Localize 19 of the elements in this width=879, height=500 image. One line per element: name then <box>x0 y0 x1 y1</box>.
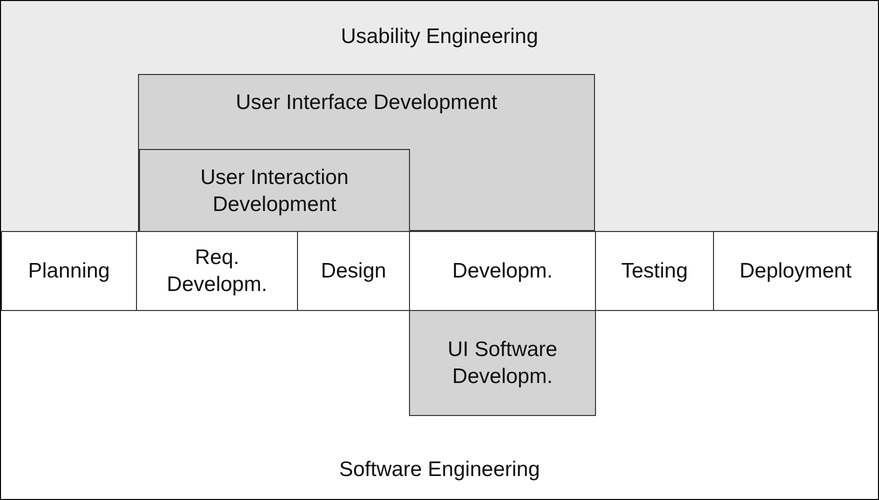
region-box <box>409 310 596 416</box>
phase-cell <box>136 231 298 311</box>
region-title: Testing <box>620 258 689 284</box>
region-title: User Interface Development <box>234 90 498 116</box>
region-box <box>138 74 595 231</box>
region-title: UI Software Developm. <box>446 337 558 390</box>
phase-cell <box>1 231 137 311</box>
region-box <box>139 149 410 232</box>
region-title: Developm. <box>451 258 554 284</box>
region-title: Deployment <box>738 258 853 284</box>
phase-cell <box>595 231 714 311</box>
region-title: Software Engineering <box>338 457 541 483</box>
region-title: Planning <box>27 258 111 284</box>
region-title: Req. Developm. <box>166 245 268 298</box>
region-title: Usability Engineering <box>340 24 540 50</box>
region-title: Design <box>320 258 388 284</box>
region-title: User Interaction Development <box>199 164 350 218</box>
phase-cell <box>713 231 878 311</box>
region-band <box>1 1 878 231</box>
